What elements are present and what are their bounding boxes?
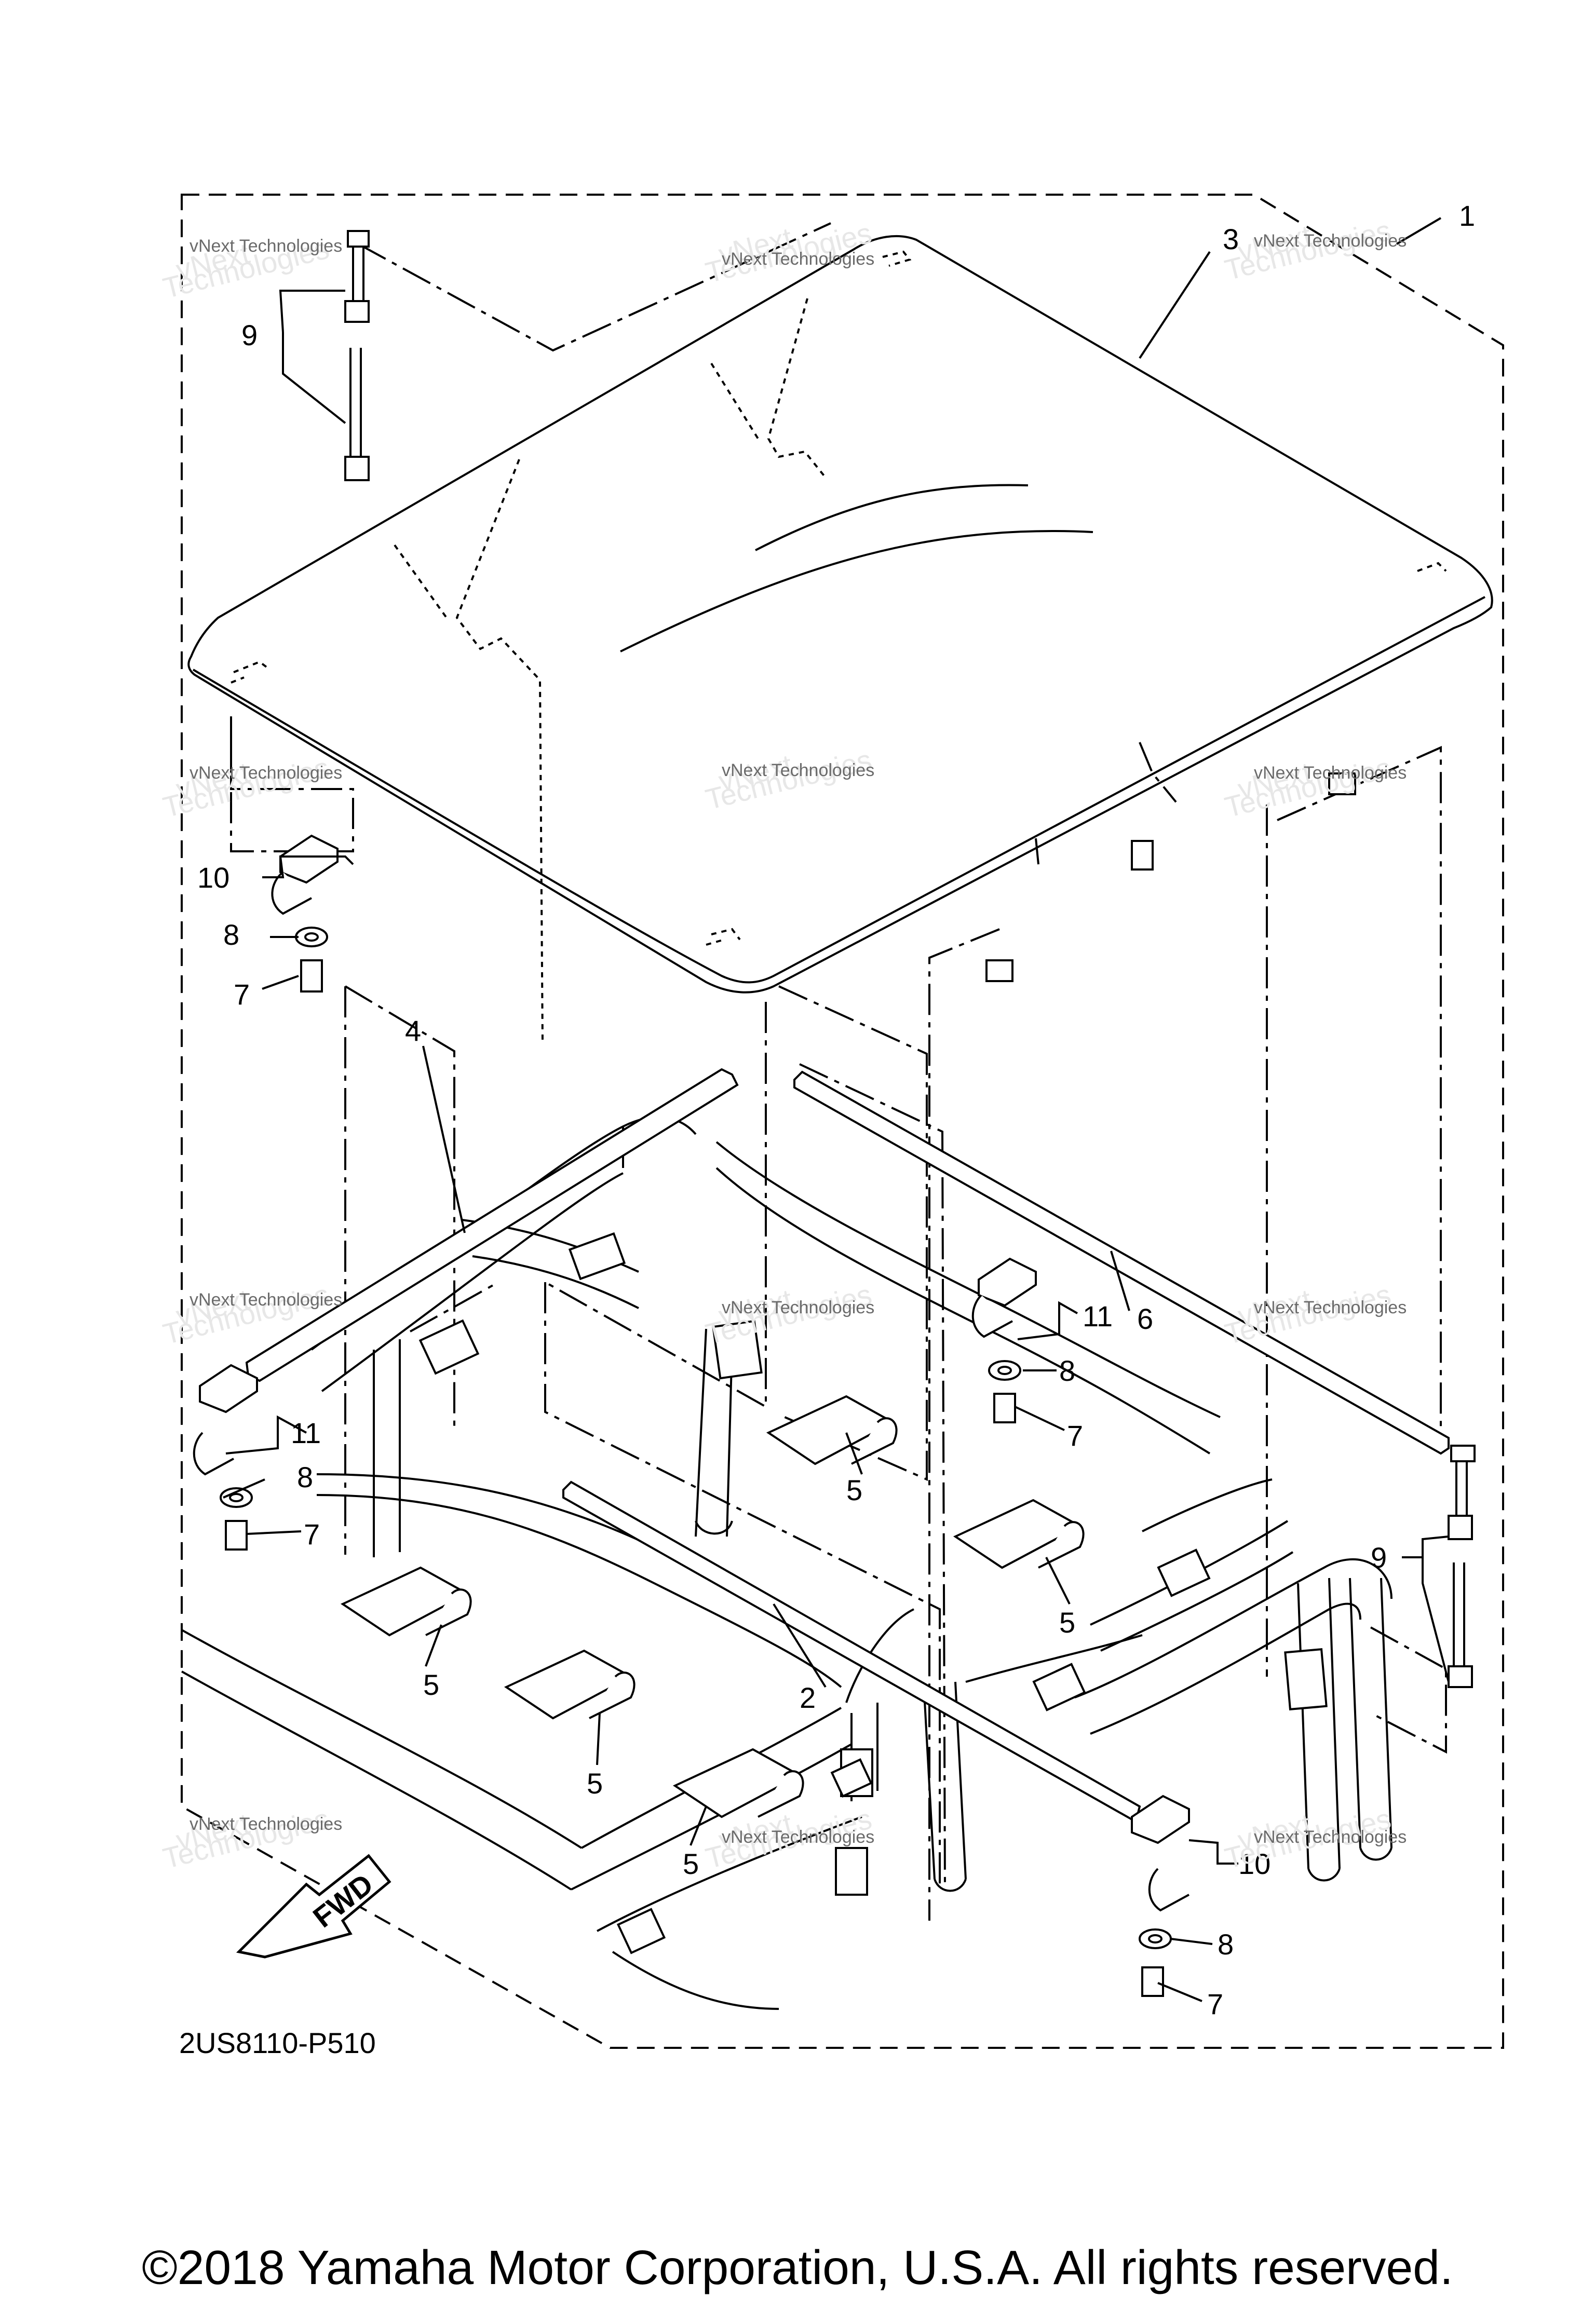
strap-assembly [344, 230, 1476, 1688]
callout-9-bottom: 9 [1371, 1541, 1387, 1574]
watermark-small: vNext Technologies [1254, 231, 1407, 251]
callout-11-center: 11 [1083, 1300, 1113, 1333]
watermark-small: vNext Technologies [722, 760, 874, 780]
forward-direction-arrow: FWD [236, 1854, 391, 1959]
callout-9-top: 9 [241, 319, 258, 351]
watermark-small: vNext Technologies [190, 763, 342, 783]
watermark-small: vNext Technologies [1254, 1827, 1407, 1847]
copyright-notice: ©2018 Yamaha Motor Corporation, U.S.A. A… [142, 2240, 1453, 2294]
callout-11-left: 11 [291, 1417, 321, 1449]
callout-8-center: 8 [1059, 1354, 1075, 1387]
roof-hidden-edges [231, 250, 1447, 1044]
watermark-small: vNext Technologies [190, 236, 342, 256]
assembly-boundary [181, 194, 1504, 2049]
callout-10-right: 10 [1238, 1847, 1270, 1880]
sun-curtain-tabs [340, 1395, 1085, 1818]
callout-5-a: 5 [846, 1474, 862, 1506]
callout-labels: 1 3 9 10 8 7 4 11 8 7 11 8 7 6 5 5 5 5 5… [197, 199, 1475, 2020]
callout-6: 6 [1137, 1302, 1153, 1335]
cage-brackets [418, 1232, 1328, 1954]
callout-5-c: 5 [423, 1668, 439, 1701]
watermark-small: vNext Technologies [1254, 763, 1407, 783]
callout-7-right: 7 [1207, 1988, 1223, 2020]
callout-8-left-mid: 8 [297, 1461, 313, 1493]
callout-7-center: 7 [1067, 1419, 1083, 1452]
watermark-small: vNext Technologies [1254, 1298, 1407, 1317]
weatherstrip-bars [245, 1068, 1450, 1821]
watermark-small: vNext Technologies [190, 1814, 342, 1834]
callout-5-b: 5 [1059, 1606, 1075, 1639]
callout-7-left-top: 7 [234, 978, 250, 1011]
watermark-small: vNext Technologies [722, 1827, 874, 1847]
callout-10-left: 10 [197, 861, 229, 894]
callout-2: 2 [800, 1681, 816, 1714]
callout-8-left-top: 8 [223, 918, 239, 951]
watermark-small: vNext Technologies [190, 1290, 342, 1310]
weatherstrip-right [793, 1070, 1450, 1455]
callout-5-d: 5 [587, 1767, 603, 1800]
leader-lines [223, 217, 1450, 2002]
callout-3: 3 [1223, 223, 1239, 255]
watermark-row-2: vNext Technologies vNext Technologies vN… [160, 743, 1407, 823]
part-code: 2US8110-P510 [179, 2027, 376, 2059]
watermark-small: vNext Technologies [722, 1298, 874, 1317]
roof-canopy [187, 235, 1493, 994]
callout-7-left-mid: 7 [304, 1518, 320, 1551]
watermark-small: vNext Technologies [722, 249, 874, 269]
assembly-guide-lines [230, 222, 1447, 1921]
callout-5-e: 5 [683, 1847, 699, 1880]
callout-1: 1 [1459, 199, 1475, 232]
callout-8-right: 8 [1218, 1928, 1234, 1961]
weatherstrip-left [245, 1068, 739, 1382]
hardware-fasteners [193, 772, 1356, 1997]
callout-4: 4 [405, 1014, 421, 1047]
